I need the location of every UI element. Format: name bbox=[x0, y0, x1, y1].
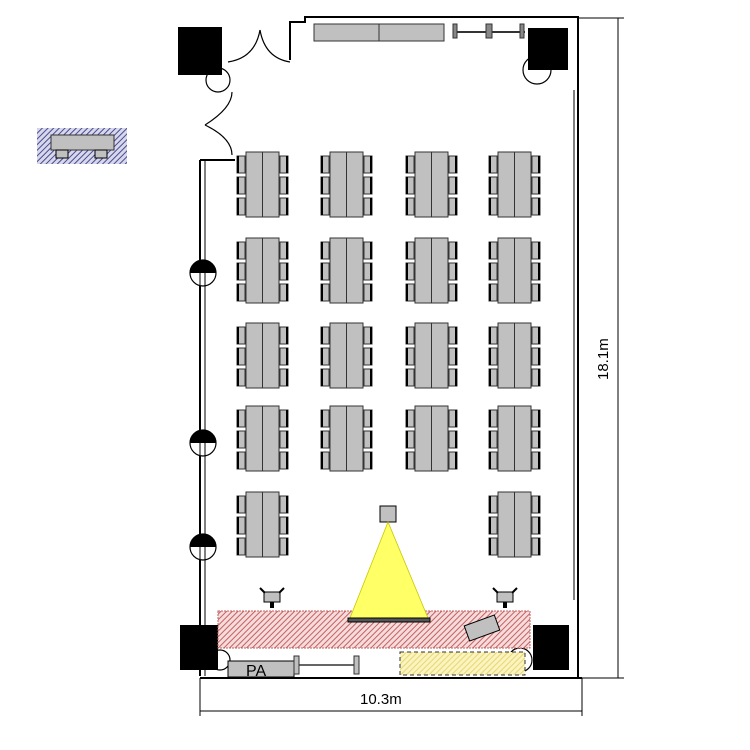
table-group bbox=[236, 322, 289, 389]
table-group bbox=[488, 405, 541, 472]
speaker-right bbox=[492, 587, 518, 608]
table-group bbox=[236, 237, 289, 304]
pa-label: PA bbox=[246, 663, 266, 680]
table-group bbox=[236, 151, 289, 218]
wall-pillar bbox=[189, 533, 217, 561]
column bbox=[178, 27, 222, 75]
table-group bbox=[488, 151, 541, 218]
top-rail bbox=[452, 23, 525, 39]
legend-table-item bbox=[37, 128, 127, 164]
table-group bbox=[236, 405, 289, 472]
table-group bbox=[405, 322, 458, 389]
walls bbox=[199, 16, 582, 679]
wall-pillar bbox=[189, 259, 217, 287]
length-label: 18.1m bbox=[595, 338, 612, 380]
speaker-left bbox=[259, 587, 285, 608]
table-group bbox=[405, 405, 458, 472]
dimension-length bbox=[578, 17, 624, 679]
wall-pillar bbox=[189, 429, 217, 457]
table-group bbox=[405, 151, 458, 218]
table-group bbox=[488, 491, 541, 558]
door-top bbox=[204, 29, 291, 156]
top-cabinet bbox=[313, 23, 445, 42]
column bbox=[180, 625, 218, 670]
table-group bbox=[488, 237, 541, 304]
column bbox=[528, 28, 568, 70]
table-group bbox=[320, 405, 373, 472]
seating-area bbox=[236, 151, 541, 558]
screen bbox=[347, 617, 431, 623]
table-group bbox=[236, 491, 289, 558]
table-group bbox=[405, 237, 458, 304]
storage-area bbox=[399, 651, 526, 676]
dimension-width bbox=[199, 678, 583, 716]
podium bbox=[463, 614, 501, 642]
columns bbox=[178, 27, 569, 670]
projector-beam bbox=[349, 520, 429, 619]
width-label: 10.3m bbox=[360, 691, 402, 708]
table-group bbox=[320, 151, 373, 218]
table-group bbox=[320, 237, 373, 304]
table-group bbox=[320, 322, 373, 389]
table-group bbox=[488, 322, 541, 389]
bottom-rail bbox=[293, 655, 360, 675]
wall-pillars bbox=[189, 259, 217, 561]
pa-desk: PA bbox=[227, 660, 295, 680]
projector bbox=[379, 505, 397, 523]
column bbox=[533, 625, 569, 670]
